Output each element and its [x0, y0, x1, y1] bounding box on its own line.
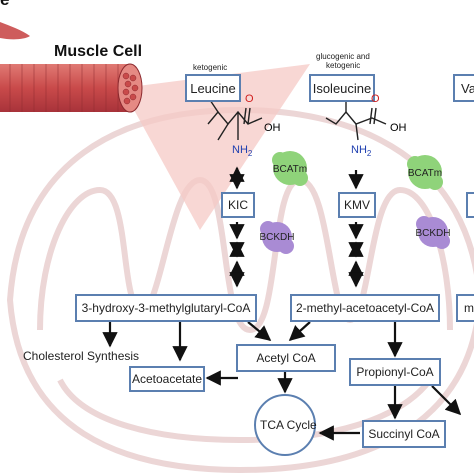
bcatm-label-leucine: BCATm	[272, 163, 308, 175]
page-title-fragment: e	[0, 0, 9, 10]
bcatm-enzyme-isoleucine	[407, 155, 443, 190]
valine-box: Va	[453, 74, 474, 102]
bckdh-label-isoleucine: BCKDH	[415, 227, 451, 239]
cholesterol-synthesis-label: Cholesterol Synthesis	[23, 349, 140, 363]
methyl-acetoacetyl-coa-box: 2-methyl-acetoacetyl-CoA	[290, 294, 440, 322]
valine-keto-box-partial	[466, 192, 474, 218]
leucine-box: Leucine	[185, 74, 241, 102]
bckdh-enzyme-isoleucine	[416, 216, 450, 249]
leucine-amine-subscript: 2	[247, 149, 253, 159]
bckdh-enzyme-leucine	[260, 221, 294, 254]
leucine-hydroxyl-label: OH	[264, 122, 281, 134]
leucine-amine-label: NH2	[232, 144, 252, 158]
isoleucine-box: Isoleucine	[309, 74, 375, 102]
hmg-coa-box: 3-hydroxy-3-methylglutaryl-CoA	[75, 294, 257, 322]
kic-box: KIC	[221, 192, 255, 218]
succinyl-coa-box: Succinyl CoA	[362, 420, 446, 448]
tca-cycle-label: TCA Cycle	[260, 418, 317, 432]
bcatm-label-isoleucine: BCATm	[407, 167, 443, 179]
valine-intermediate-label: m	[464, 301, 474, 315]
kmv-box: KMV	[338, 192, 376, 218]
leucine-amine-text: NH	[232, 144, 248, 156]
muscle-cell-label: Muscle Cell	[54, 43, 143, 60]
zoom-cone	[122, 64, 310, 230]
muscle-fiber-graphic	[0, 63, 143, 113]
leucine-structure	[207, 99, 263, 141]
valine-label: Va	[461, 80, 474, 96]
isoleucine-oxygen-label: O	[371, 93, 380, 105]
acetoacetate-box: Acetoacetate	[129, 366, 205, 392]
valine-intermediate-box: m	[456, 294, 474, 322]
isoleucine-hydroxyl-label: OH	[390, 122, 407, 134]
pathway-arrows	[102, 166, 462, 441]
bcatm-enzyme-leucine	[272, 151, 308, 186]
bckdh-label-leucine: BCKDH	[259, 231, 295, 243]
isoleucine-amine-label: NH2	[351, 144, 371, 158]
leucine-note: ketogenic	[193, 63, 228, 72]
leucine-oxygen-label: O	[245, 93, 254, 105]
isoleucine-amine-text: NH	[351, 144, 367, 156]
isoleucine-amine-subscript: 2	[366, 149, 372, 159]
isoleucine-note-line1: glucogenic and	[316, 52, 370, 61]
tca-cycle-circle	[254, 394, 316, 456]
propionyl-coa-box: Propionyl-CoA	[349, 358, 441, 386]
isoleucine-note-line2: ketogenic	[326, 61, 361, 70]
acetyl-coa-box: Acetyl CoA	[236, 344, 336, 372]
muscle-corner-graphic	[0, 22, 30, 40]
